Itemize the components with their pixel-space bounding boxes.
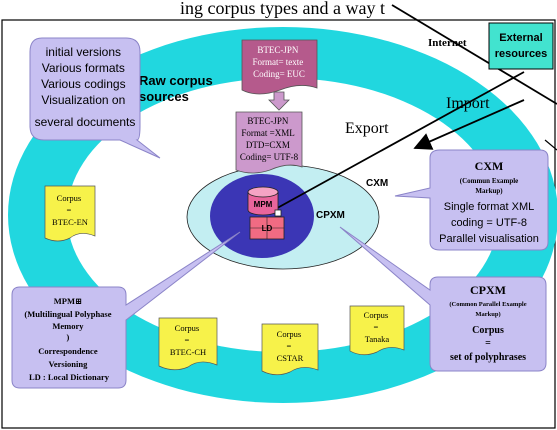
note-cstar-line-2: = <box>287 341 292 351</box>
btec-jpn-xml-line-2: Format =XML <box>241 128 294 138</box>
btec-jpn-xml-line-1: BTEC-JPN <box>247 116 289 126</box>
cpxm-ellipse-label: CPXM <box>316 210 345 221</box>
cxm-callout-body-2: coding = UTF-8 <box>451 217 527 229</box>
corpus-note-btec-ch: Corpus = BTEC-CH <box>158 317 218 371</box>
mpm-callout-line-2: (Multilingual Polyphase <box>24 309 111 319</box>
cpxm-callout-body-2: = <box>485 338 491 349</box>
import-line <box>269 71 525 213</box>
note-cstar-line-3: CSTAR <box>277 353 304 363</box>
cxm-callout-sub-1: (Commun Example <box>460 177 519 185</box>
svg-text:BTEC-JPN Format =XML: BTEC-JPN Format =XML DTD=CXM Coding= UTF… <box>240 116 299 162</box>
mpm-database-icon: MPM <box>247 186 279 216</box>
btec-jpn-xml-line-3: DTD=CXM <box>246 140 290 150</box>
internet-boundary-line <box>391 4 557 105</box>
cpxm-callout-sub-2: Markup) <box>475 311 500 318</box>
mpm-core-ellipse <box>210 174 314 258</box>
svg-text:MPM⊞ (Multilingual Polyp: MPM⊞ (Multilingual Polyphase Memory ) Co… <box>24 296 113 382</box>
mpm-callout-line-6: Versioning <box>48 359 88 369</box>
svg-text:Corpus = CSTAR: Corpus = CSTAR <box>277 329 304 363</box>
cxm-callout-title: CXM <box>475 159 504 173</box>
import-label: Import <box>446 95 490 112</box>
svg-text:Corpus = BTEC-CH: Corpus = BTEC-CH <box>170 323 206 357</box>
cxm-callout-body-1: Single format XML <box>444 201 534 213</box>
export-arrow <box>413 99 525 150</box>
raw-callout-line-2: Various formats <box>42 61 125 75</box>
mpm-label: MPM <box>254 200 273 209</box>
cpxm-callout-body-1: Corpus <box>472 325 504 336</box>
convert-down-arrow <box>268 91 290 111</box>
note-btec-ch-line-1: Corpus <box>175 323 200 333</box>
external-resources-box <box>488 22 554 70</box>
mpm-callout: MPM⊞ (Multilingual Polyphase Memory ) Co… <box>11 231 241 389</box>
btec-jpn-top-line-3: Coding= EUC <box>253 69 305 79</box>
cxm-callout-body-3: Parallel visualisation <box>439 233 539 245</box>
note-btec-en-line-1: Corpus <box>57 193 82 203</box>
note-tanaka-line-2: = <box>374 322 379 332</box>
note-tanaka-line-3: Tanaka <box>365 334 390 344</box>
mpm-callout-line-3: Memory <box>52 321 84 331</box>
corpus-note-btec-en: Corpus = BTEC-EN <box>44 185 96 242</box>
cpxm-callout-body-3: set of polyphrases <box>450 352 526 363</box>
local-dictionary-box: LD <box>249 216 285 240</box>
mpm-callout-line-7: LD : Local Dictionary <box>29 372 110 382</box>
mpm-link-square <box>274 209 282 217</box>
cpxm-callout-sub-1: (Common Parallel Example <box>449 301 526 308</box>
raw-callout-line-5: several documents <box>35 115 136 129</box>
note-btec-ch-line-3: BTEC-CH <box>170 347 206 357</box>
raw-corpus-label-1: Raw corpus <box>139 73 213 88</box>
raw-callout-line-1: initial versions <box>46 45 121 59</box>
corpus-note-tanaka: Corpus = Tanaka <box>349 305 405 356</box>
mpm-callout-line-1: MPM⊞ <box>54 296 82 306</box>
external-resources-label-1: External <box>499 32 542 44</box>
svg-text:Corpus = BTEC-EN: Corpus = BTEC-EN <box>52 193 88 227</box>
raw-callout-line-3: Various codings <box>41 77 126 91</box>
mpm-callout-line-5: Correspondence <box>38 346 98 356</box>
note-btec-en-line-3: BTEC-EN <box>52 217 88 227</box>
cpxm-callout: CPXM (Common Parallel Example Markup) Co… <box>339 226 547 372</box>
cpxm-callout-title: CPXM <box>470 283 506 297</box>
cxm-callout: CXM (Commun Example Markup) Single forma… <box>394 149 549 251</box>
svg-text:BTEC-JPN Format= texte: BTEC-JPN Format= texte Coding= EUC <box>252 45 305 79</box>
raw-callout-line-4: Visualization on <box>41 93 125 107</box>
ld-label: LD <box>262 224 273 233</box>
external-resources-label-2: resources <box>495 48 548 60</box>
btec-jpn-xml-line-4: Coding= UTF-8 <box>240 152 299 162</box>
header-cutoff-text: ing corpus types and a way t <box>180 0 385 18</box>
export-label: Export <box>345 120 389 137</box>
btec-jpn-top-line-2: Format= texte <box>252 57 303 67</box>
internet-label: Internet <box>428 37 467 49</box>
note-btec-en-line-2: = <box>67 205 72 215</box>
note-tanaka-line-1: Corpus <box>364 310 389 320</box>
svg-text:Corpus = Tanaka: Corpus = Tanaka <box>364 310 391 344</box>
corpus-note-cstar: Corpus = CSTAR <box>261 323 319 376</box>
internet-boundary-line-lower <box>544 139 557 151</box>
note-btec-ch-line-2: = <box>185 335 190 345</box>
btec-jpn-xml-doc: BTEC-JPN Format =XML DTD=CXM Coding= UTF… <box>235 111 303 174</box>
raw-corpus-callout: initial versions Various formats Various… <box>29 37 161 159</box>
cxm-ring-label: CXM <box>366 178 388 189</box>
btec-jpn-top-line-1: BTEC-JPN <box>257 45 299 55</box>
cxm-callout-sub-2: Markup) <box>475 187 503 195</box>
btec-jpn-text-doc: BTEC-JPN Format= texte Coding= EUC <box>241 39 318 95</box>
note-cstar-line-1: Corpus <box>277 329 302 339</box>
svg-text:initial versions Various: initial versions Various formats Various… <box>35 45 136 129</box>
mpm-callout-line-4: ) <box>67 332 70 342</box>
raw-corpus-label-2: sources <box>139 89 189 104</box>
